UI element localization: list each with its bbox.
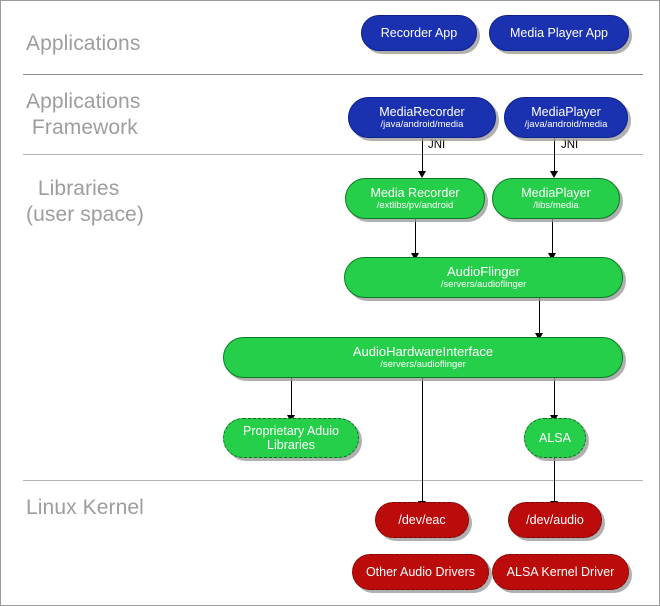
node-mediarecorder-framework-path: /java/android/media xyxy=(380,119,464,130)
arrowhead-mediarecorder-jni xyxy=(418,171,426,178)
node-other-audio-drivers[interactable]: Other Audio Drivers xyxy=(352,554,489,590)
node-proprietary-audio-libraries-title: Proprietary Aduio Libraries xyxy=(243,424,339,452)
node-dev-eac-title: /dev/eac xyxy=(398,513,446,527)
connector-mediarecorder-jni xyxy=(422,138,423,173)
connector-alsa-devaudio xyxy=(554,456,555,503)
connector-mediaplayer-jni xyxy=(554,138,555,173)
node-alsa[interactable]: ALSA xyxy=(524,418,586,458)
jni-label-left: JNI xyxy=(428,139,446,151)
connector-audiohw-alsa xyxy=(554,375,555,417)
connector-audioflinger-audiohardwareinterface xyxy=(539,298,540,335)
node-audiohardwareinterface-title: AudioHardwareInterface xyxy=(352,344,494,359)
node-other-audio-drivers-title: Other Audio Drivers xyxy=(365,565,476,579)
node-dev-eac[interactable]: /dev/eac xyxy=(375,502,469,538)
divider-framework xyxy=(23,154,643,155)
divider-kernel xyxy=(23,480,643,481)
node-alsa-kernel-driver[interactable]: ALSA Kernel Driver xyxy=(492,554,629,590)
node-media-player-lib-title: MediaPlayer xyxy=(521,186,591,200)
node-media-player-lib-path: /libs/media xyxy=(533,200,579,211)
node-alsa-title: ALSA xyxy=(539,431,571,445)
node-mediarecorder-framework-title: MediaRecorder xyxy=(379,105,465,119)
node-media-recorder-lib[interactable]: Media Recorder /extlibs/pv/android xyxy=(345,178,485,219)
node-alsa-kernel-driver-title: ALSA Kernel Driver xyxy=(506,565,615,579)
node-media-player-app-title: Media Player App xyxy=(510,26,608,40)
node-media-recorder-lib-path: /extlibs/pv/android xyxy=(376,200,454,211)
connector-mediarecorder-audioflinger xyxy=(415,219,416,255)
node-dev-audio[interactable]: /dev/audio xyxy=(508,502,602,538)
node-audioflinger[interactable]: AudioFlinger /servers/audioflinger xyxy=(344,257,623,298)
layer-label-linux-kernel: Linux Kernel xyxy=(26,496,144,519)
layer-label-libraries: Libraries (user space) xyxy=(26,177,144,226)
node-proprietary-audio-libraries[interactable]: Proprietary Aduio Libraries xyxy=(223,418,359,458)
node-recorder-app[interactable]: Recorder App xyxy=(361,15,477,51)
node-recorder-app-title: Recorder App xyxy=(380,26,458,40)
connector-audiohw-deveac xyxy=(422,375,423,503)
layer-label-applications-framework: Applications Framework xyxy=(26,90,141,139)
node-audiohardwareinterface-path: /servers/audioflinger xyxy=(380,359,466,370)
connector-audiohw-proprietary xyxy=(291,375,292,417)
node-audioflinger-path: /servers/audioflinger xyxy=(440,279,527,290)
node-mediaplayer-framework-path: /java/android/media xyxy=(524,119,608,130)
arrowhead-mediaplayer-jni xyxy=(550,171,558,178)
layer-label-applications: Applications xyxy=(26,32,141,55)
node-mediaplayer-framework-title: MediaPlayer xyxy=(531,105,601,119)
node-media-player-lib[interactable]: MediaPlayer /libs/media xyxy=(492,178,620,219)
node-media-recorder-lib-title: Media Recorder xyxy=(370,186,460,200)
node-audioflinger-title: AudioFlinger xyxy=(447,264,520,279)
divider-applications xyxy=(23,74,643,75)
node-mediarecorder-framework[interactable]: MediaRecorder /java/android/media xyxy=(348,97,496,138)
node-dev-audio-title: /dev/audio xyxy=(526,513,584,527)
node-audiohardwareinterface[interactable]: AudioHardwareInterface /servers/audiofli… xyxy=(223,337,623,378)
connector-mediaplayer-audioflinger xyxy=(552,219,553,255)
node-mediaplayer-framework[interactable]: MediaPlayer /java/android/media xyxy=(504,97,628,138)
node-media-player-app[interactable]: Media Player App xyxy=(489,15,629,51)
jni-label-right: JNI xyxy=(561,139,579,151)
